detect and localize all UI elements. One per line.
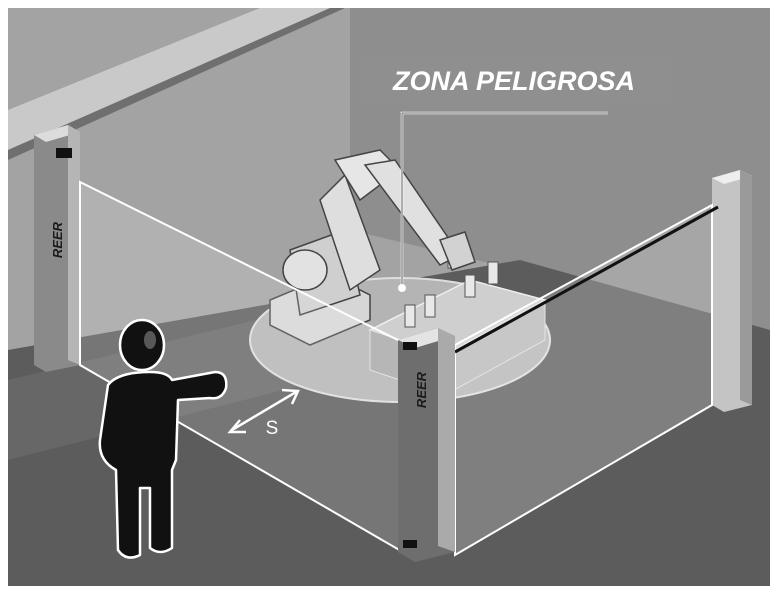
person-head-highlight [144, 331, 156, 349]
safety-distance-label: S [266, 418, 279, 439]
danger-zone-label: ZONA PELIGROSA [392, 66, 635, 96]
light-curtain-post-front: REER [398, 328, 455, 562]
light-curtain-post-left: REER [34, 125, 80, 372]
light-curtain-post-back-right [712, 170, 752, 412]
brand-label-left: REER [50, 221, 65, 258]
brand-label-front: REER [414, 371, 429, 408]
